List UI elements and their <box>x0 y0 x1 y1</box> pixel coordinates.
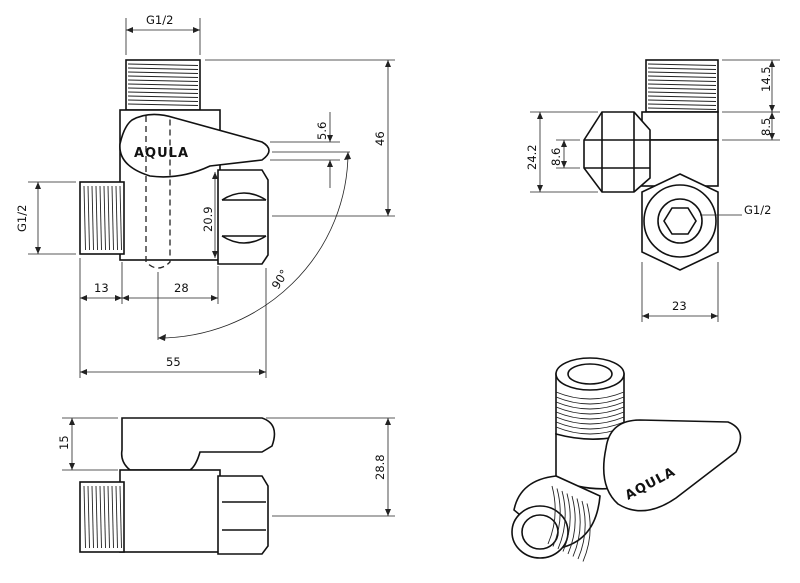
brand-label: AQULA <box>134 146 189 161</box>
dim-total-height: 28.8 <box>373 454 387 480</box>
dim-collar: 8.5 <box>759 118 773 136</box>
thread-line <box>547 485 556 545</box>
iso-handle <box>602 419 742 512</box>
thread-line <box>127 99 199 102</box>
valve-handle <box>119 113 270 178</box>
thread-line <box>555 421 625 430</box>
thread-line <box>577 500 586 560</box>
dim-top-thread-length: 14.5 <box>759 66 773 92</box>
dim-handle-offset: 5.6 <box>315 122 329 140</box>
dim-center-height: 20.9 <box>201 206 215 232</box>
thread-line <box>127 95 199 98</box>
thread-line <box>115 485 118 549</box>
thread-line <box>582 503 591 562</box>
dim-outlet-thread: G1/2 <box>744 203 771 217</box>
thread-line <box>647 91 717 94</box>
thread-line <box>83 185 86 251</box>
dim-handle-thickness: 15 <box>57 435 71 450</box>
thread-line <box>99 185 102 251</box>
thread-line <box>647 83 717 86</box>
thread-line <box>555 391 625 400</box>
thread-line <box>555 401 625 410</box>
thread-line <box>115 185 118 251</box>
thread-line <box>647 95 717 98</box>
thread-line <box>127 71 199 74</box>
outlet-circle <box>643 184 717 258</box>
dim-handle-height: 24.2 <box>525 144 539 170</box>
thread-line <box>99 485 102 549</box>
thread-line <box>127 63 199 66</box>
thread-line <box>103 185 106 251</box>
hex-nut <box>217 169 269 265</box>
thread-line <box>127 75 199 78</box>
side-handle <box>583 111 651 193</box>
thread-line <box>95 485 98 549</box>
bottom-body <box>119 469 221 553</box>
bottom-view: 15 28.8 <box>57 417 395 555</box>
side-collar <box>641 111 719 141</box>
thread-line <box>555 406 625 415</box>
thread-line <box>111 485 114 549</box>
thread-line <box>572 498 581 557</box>
thread-line <box>111 185 114 251</box>
thread-line <box>87 485 90 549</box>
thread-line <box>87 185 90 251</box>
dim-handle-tip: 8.6 <box>549 148 563 166</box>
left-inlet-thread <box>79 181 125 255</box>
thread-line <box>557 490 566 550</box>
dim-overall-length: 55 <box>166 355 181 369</box>
dim-width: 23 <box>672 299 687 313</box>
thread-line <box>83 485 86 549</box>
thread-line <box>555 411 625 420</box>
hidden-stem <box>145 116 171 269</box>
bottom-handle <box>120 417 276 471</box>
side-view: 14.5 8.5 24.2 8.6 G1/2 23 <box>525 59 780 322</box>
thread-line <box>552 488 561 547</box>
dim-left-thread: G1/2 <box>15 205 29 232</box>
thread-line <box>127 91 199 94</box>
thread-line <box>562 493 571 552</box>
thread-line <box>95 185 98 251</box>
thread-line <box>555 396 625 405</box>
thread-line <box>103 485 106 549</box>
thread-line <box>647 87 717 90</box>
thread-line <box>119 185 122 251</box>
thread-line <box>647 79 717 82</box>
thread-line <box>127 103 199 106</box>
front-view: AQULA G1/2 46 5.6 20.9 G1/2 <box>15 13 395 378</box>
thread-line <box>91 185 94 251</box>
thread-line <box>567 495 576 555</box>
thread-line <box>127 67 199 70</box>
thread-line <box>647 67 717 70</box>
bottom-hex-nut <box>217 475 269 555</box>
thread-line <box>647 63 717 66</box>
hex-socket <box>663 207 697 235</box>
dim-height-46: 46 <box>373 131 387 146</box>
dim-top-thread: G1/2 <box>146 13 173 27</box>
thread-line <box>647 71 717 74</box>
isometric-view: AQULA <box>511 357 742 562</box>
thread-line <box>119 485 122 549</box>
thread-line <box>91 485 94 549</box>
thread-line <box>127 87 199 90</box>
thread-line <box>127 79 199 82</box>
thread-line <box>647 103 717 106</box>
dim-body-length: 28 <box>174 281 189 295</box>
thread-line <box>647 107 717 110</box>
thread-line <box>107 185 110 251</box>
dim-thread-length: 13 <box>94 281 109 295</box>
thread-line <box>647 75 717 78</box>
thread-line <box>127 83 199 86</box>
thread-line <box>555 416 625 425</box>
side-hex-nut <box>641 173 719 271</box>
thread-line <box>647 99 717 102</box>
thread-line <box>107 485 110 549</box>
